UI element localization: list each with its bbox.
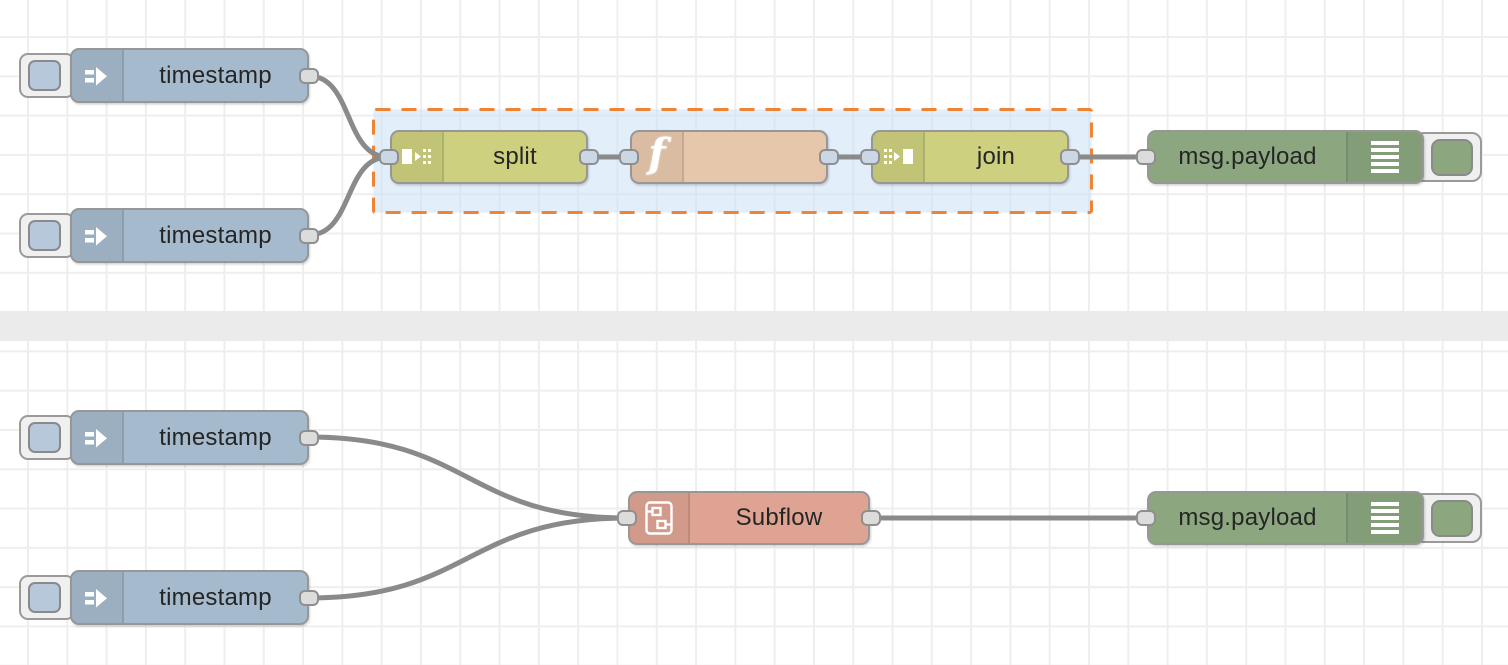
inject-button-inner (28, 220, 61, 251)
debug-toggle-inner (1431, 500, 1473, 537)
join-node[interactable]: join (860, 130, 1080, 184)
inject-node-body[interactable]: timestamp (70, 48, 309, 103)
node-label: timestamp (159, 221, 272, 249)
node-label: msg.payload (1178, 143, 1317, 170)
section-divider-band (0, 311, 1508, 341)
inject-node[interactable]: timestamp (19, 570, 319, 625)
function-node-body[interactable]: f (630, 130, 828, 184)
node-label: timestamp (159, 423, 272, 451)
debug-list-icon (1346, 132, 1422, 182)
join-icon (873, 132, 925, 182)
inject-arrow-icon (72, 50, 124, 101)
subflow-node[interactable]: Subflow (617, 491, 881, 545)
output-port[interactable] (299, 429, 319, 446)
node-label: timestamp (159, 61, 272, 89)
inject-node-body[interactable]: timestamp (70, 570, 309, 625)
output-port[interactable] (1060, 149, 1080, 165)
input-port[interactable] (860, 149, 880, 165)
inject-button[interactable] (19, 415, 75, 460)
inject-node[interactable]: timestamp (19, 208, 319, 263)
debug-list-icon (1346, 493, 1422, 543)
inject-button-inner (28, 582, 61, 613)
output-port[interactable] (299, 67, 319, 84)
wire[interactable] (306, 73, 391, 160)
inject-arrow-icon (72, 210, 124, 261)
output-port[interactable] (861, 510, 881, 526)
subflow-node-body[interactable]: Subflow (628, 491, 870, 545)
debug-node-body[interactable]: msg.payload (1147, 130, 1424, 184)
wire[interactable] (306, 154, 391, 238)
inject-arrow-icon (72, 572, 124, 623)
node-label: join (976, 143, 1016, 170)
input-port[interactable] (379, 149, 399, 165)
inject-node-body[interactable]: timestamp (70, 410, 309, 465)
output-port[interactable] (579, 149, 599, 165)
split-node[interactable]: split (379, 130, 599, 184)
output-port[interactable] (299, 589, 319, 606)
node-label: split (493, 143, 537, 170)
split-node-body[interactable]: split (390, 130, 588, 184)
input-port[interactable] (1136, 149, 1156, 165)
inject-button-inner (28, 60, 61, 91)
debug-node[interactable]: msg.payload (1136, 130, 1482, 184)
split-icon (392, 132, 444, 182)
output-port[interactable] (299, 227, 319, 244)
wire[interactable] (306, 434, 630, 521)
node-label: msg.payload (1178, 504, 1317, 531)
inject-button[interactable] (19, 213, 75, 258)
subflow-icon (630, 493, 690, 543)
inject-arrow-icon (72, 412, 124, 463)
function-node[interactable]: f (619, 130, 839, 184)
inject-button[interactable] (19, 53, 75, 98)
output-port[interactable] (819, 149, 839, 165)
wire[interactable] (306, 515, 630, 601)
input-port[interactable] (1136, 510, 1156, 526)
node-label (684, 132, 826, 182)
join-node-body[interactable]: join (871, 130, 1069, 184)
input-port[interactable] (617, 510, 637, 526)
inject-button[interactable] (19, 575, 75, 620)
node-label: timestamp (159, 583, 272, 611)
inject-node[interactable]: timestamp (19, 48, 319, 103)
function-f-icon: f (632, 132, 684, 182)
inject-node[interactable]: timestamp (19, 410, 319, 465)
input-port[interactable] (619, 149, 639, 165)
inject-node-body[interactable]: timestamp (70, 208, 309, 263)
node-label: Subflow (735, 504, 823, 531)
debug-node-body[interactable]: msg.payload (1147, 491, 1424, 545)
debug-toggle-inner (1431, 139, 1473, 176)
debug-node[interactable]: msg.payload (1136, 491, 1482, 545)
inject-button-inner (28, 422, 61, 453)
